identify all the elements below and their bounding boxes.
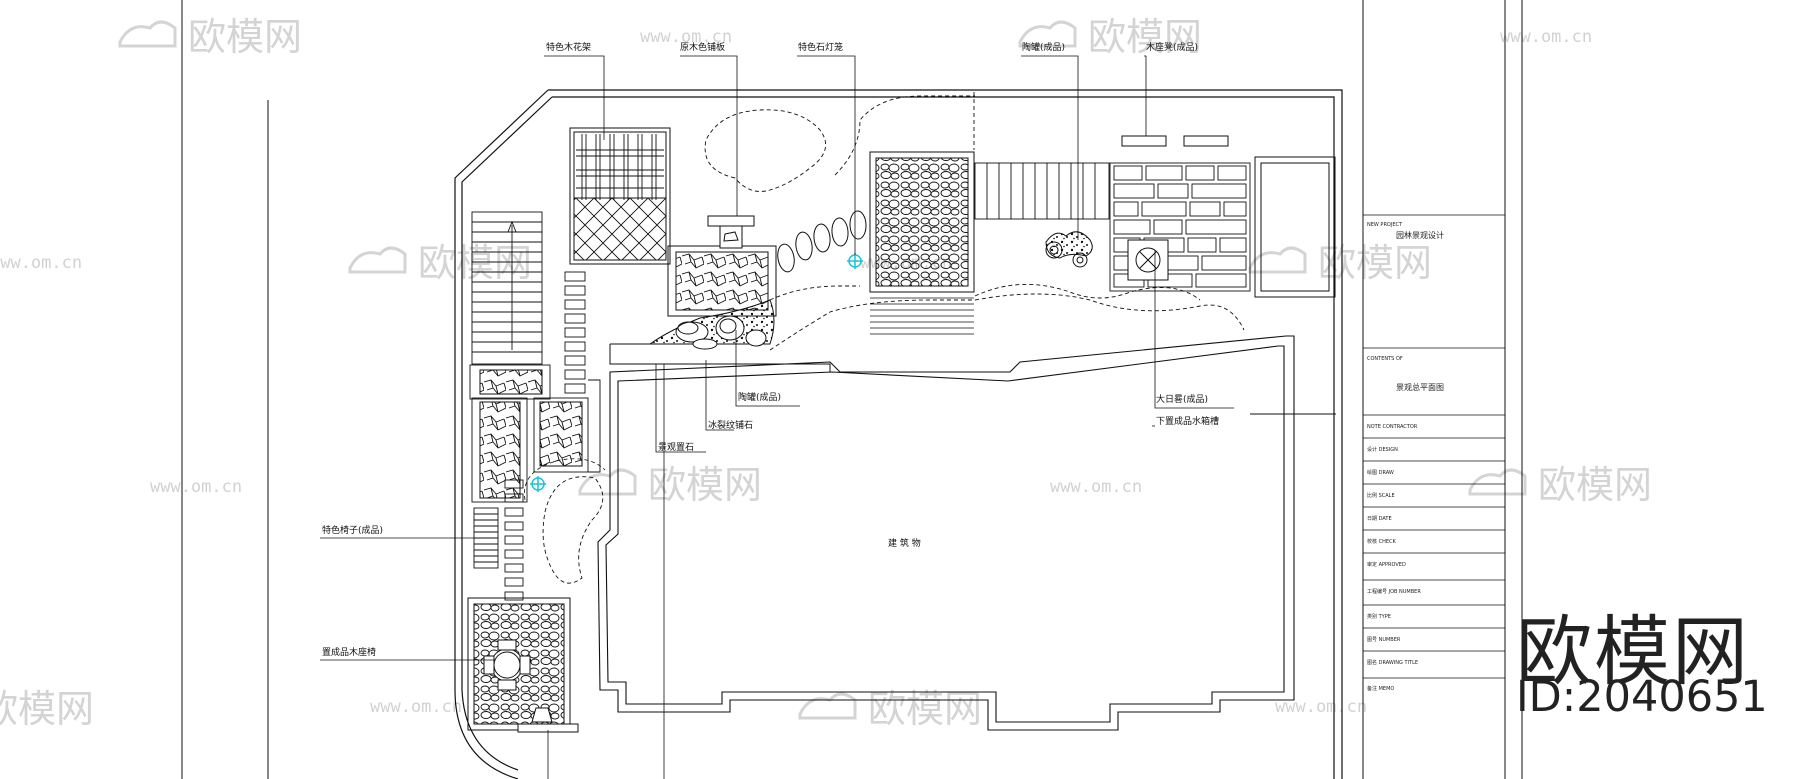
watermark-text: 欧模网 [1318,241,1432,285]
left-garden-path-curve [524,458,606,501]
sheet-frame [181,0,1523,779]
left-garden-path [542,476,604,584]
title-block-row: 日期 DATE [1367,516,1392,522]
label-water-sink: 下置成品水箱槽 [1156,415,1219,427]
stepping-stones-column [504,271,586,601]
watermark-url: www.om.cn [0,253,82,273]
left-stair [471,211,543,365]
watermark-layer: 欧模网 欧模网 欧模网 欧模网 欧模网 欧模网 欧模网 欧模网 www.om.c… [0,15,1652,731]
watermark-logo-icon [1248,246,1307,274]
label-sundial: 大日晷(成品) [1156,393,1208,405]
watermark-url: www.om.cn [1275,697,1367,717]
title-block-row: 类别 TYPE [1367,613,1391,620]
center-stone-paving [667,215,777,317]
title-block-row: 设计 DESIGN [1367,446,1398,453]
building-outline [597,335,1295,731]
wood-bench [1121,135,1229,147]
title-block-drawing-name: 景观总平面图 [1396,382,1444,392]
brand-logo: 欧模网 [1516,607,1750,696]
watermark-text: 欧模网 [0,687,94,731]
label-wood-deck: 原木色铺板 [680,41,725,53]
watermark-text: 欧模网 [188,15,302,59]
title-block-row: NOTE CONTRACTOR [1367,424,1418,430]
label-special-chair: 特色椅子(成品) [322,524,383,536]
water-sink [1127,239,1169,281]
callout-leaders [320,55,1234,779]
label-stone-pavement: 冰裂纹铺石 [708,419,753,431]
watermark-text: 欧模网 [1538,463,1652,507]
watermark-logo-icon [1018,20,1077,48]
watermark-logo-icon [798,692,857,720]
watermark-text: 欧模网 [648,463,762,507]
title-block-row: 图名 DRAWING TITLE [1367,659,1418,666]
left-paving-panels [479,369,583,499]
watermark-url: www.om.cn [1050,477,1142,497]
lawn-dashed-curves [704,92,1245,351]
watermark-text: 欧模网 [418,241,532,285]
label-ceramic-pot: 陶罐(成品) [1022,41,1065,53]
title-block-row: 图号 NUMBER [1367,637,1401,643]
left-frame-walls [469,364,601,503]
stepping-stones-curve [777,210,867,273]
watermark-url: www.om.cn [1500,27,1592,47]
label-wood-bench: 木座凳(成品) [1146,41,1198,53]
gravel-bank [609,299,831,372]
title-block-project-name: 园林景观设计 [1396,230,1444,240]
model-id: ID:2040651 [1516,672,1768,722]
title-block-project-label: NEW PROJECT [1367,222,1403,228]
label-garden-stone: 景观置石 [658,442,694,453]
pebble-panel [869,151,975,335]
title-block-row: 备注 MEMO [1367,685,1394,692]
watermark-text: 欧模网 [868,687,982,731]
wooden-deck [974,162,1110,220]
title-block-row: 审定 APPROVED [1367,561,1406,568]
label-ceramic-pot-2: 陶罐(成品) [738,391,781,403]
seating-area [467,597,579,733]
watermark-url: www.om.cn [370,697,462,717]
cyan-marker-icon [530,476,546,492]
watermark-logo-icon [578,468,637,496]
title-block-row: 工程编号 JOB NUMBER [1367,588,1421,595]
watermark-url: www.om.cn [150,477,242,497]
watermark-url: www.om.cn [640,27,732,47]
label-flower-frame: 特色木花架 [546,41,591,53]
title-block-row: 比例 SCALE [1367,492,1395,499]
wood-pergola [569,127,671,265]
sundial [1045,231,1093,268]
building-label: 建 筑 物 [888,537,921,549]
title-block [1363,214,1505,679]
title-block-row: 绘图 DRAW [1367,469,1394,476]
label-seating-area: 置成品木座椅 [322,646,376,658]
watermark-logo-icon [118,20,177,48]
right-planter-box [1250,156,1336,415]
site-boundary [454,89,1343,779]
watermark-logo-icon [1468,468,1527,496]
watermark-text: 欧模网 [1088,15,1202,59]
title-block-row: 校核 CHECK [1367,538,1396,545]
label-stone-lantern: 特色石灯笼 [798,41,843,53]
special-chair [473,507,499,569]
watermark-logo-icon [348,246,407,274]
title-block-drawing-label: CONTENTS OF [1367,356,1403,362]
